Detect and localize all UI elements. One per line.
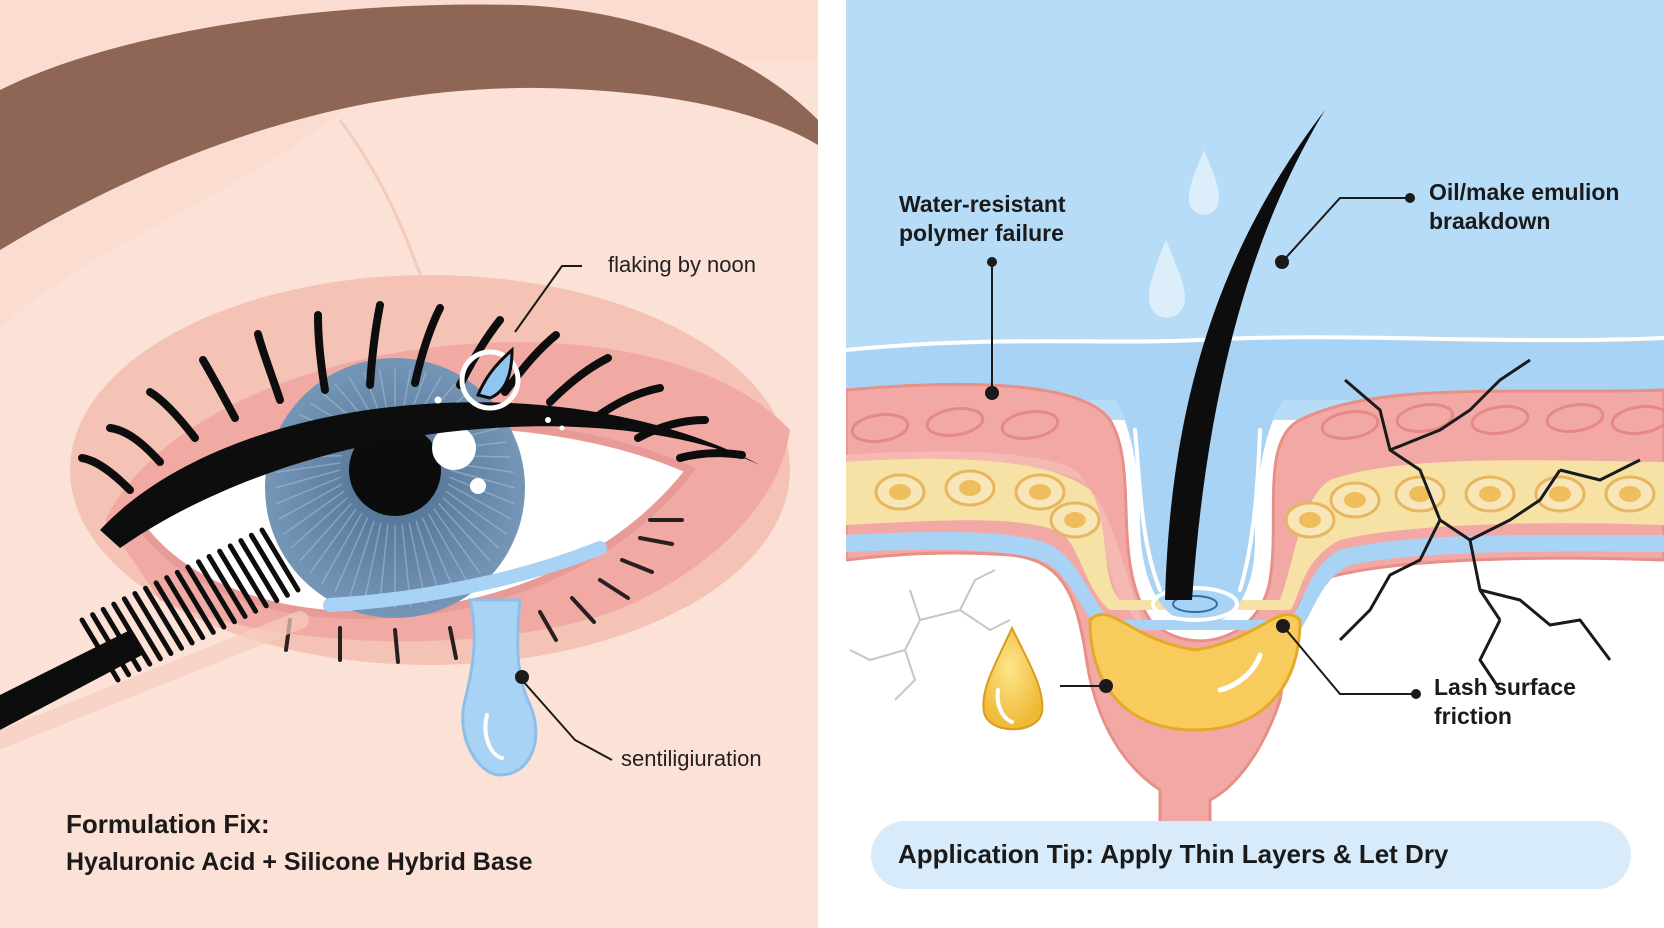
fat-cells [874,469,1656,539]
label-friction-line-1: Lash surface [1434,674,1576,700]
caption-body: Hyaluronic Acid + Silicone Hybrid Base [66,848,533,876]
flaking-highlight [434,346,565,431]
mascara-wand [0,527,309,749]
application-tip-text: Application Tip: Apply Thin Layers & Let… [898,839,1449,869]
label-flaking: flaking by noon [608,252,756,277]
upper-lashes [78,301,746,494]
label-polymer-failure: Water-resistant polymer failure [899,190,1066,248]
label-emulsion-breakdown: Oil/make emulion braakdown [1429,178,1619,236]
left-panel-eye-illustration [0,0,818,928]
dermis-cells [850,403,1664,443]
surface-cracks [1338,358,1641,691]
caption-title: Formulation Fix: [66,809,270,839]
eyebrow [0,4,818,250]
label-friction-line-2: friction [1434,703,1512,729]
label-lash-friction: Lash surface friction [1434,673,1576,731]
water-drop-icon [1148,240,1185,318]
left-leader-lines [514,265,613,761]
leader-dots [985,193,1421,699]
eyeliner [100,402,760,548]
label-emulsion-line-1: Oil/make emulion [1429,179,1620,205]
label-emulsion-line-2: braakdown [1429,208,1551,234]
water-drop-icon [1188,150,1220,215]
label-polymer-line-2: polymer failure [899,220,1064,246]
sebaceous-bulb [1088,613,1302,732]
right-leader-lines [991,197,1416,695]
label-polymer-line-1: Water-resistant [899,191,1066,217]
right-panel-cross-section [846,0,1664,928]
label-smudging: sentiligiuration [621,746,762,771]
application-tip-banner [871,821,1631,889]
lash-hair [1165,110,1325,600]
faint-cracks [849,569,1011,701]
